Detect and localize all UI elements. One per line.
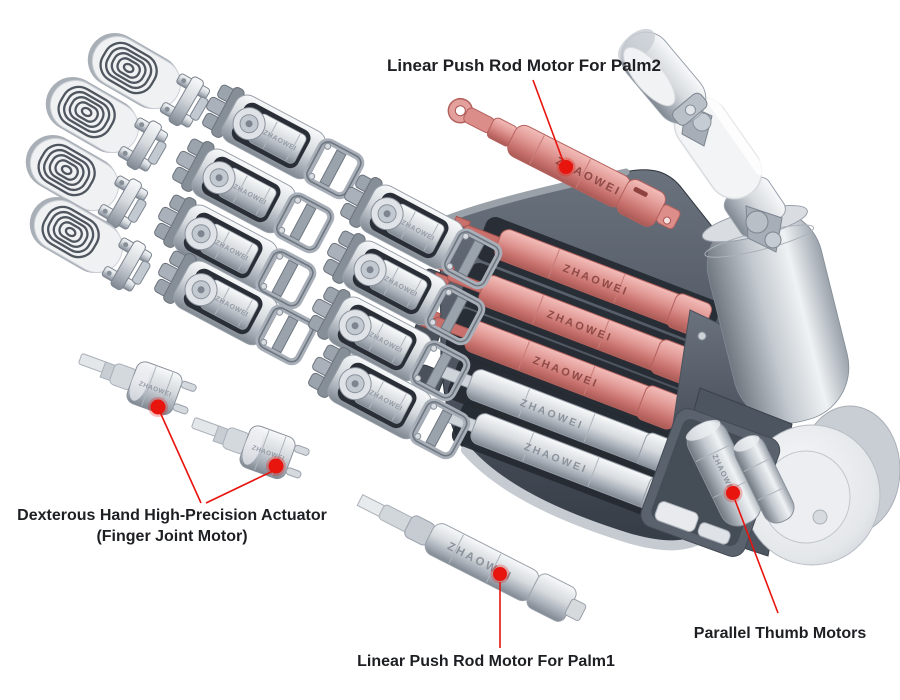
thumb-motor-2 bbox=[733, 435, 795, 524]
thumb-assembly bbox=[617, 28, 786, 253]
callout-thumb: Parallel Thumb Motors bbox=[694, 483, 867, 642]
callout-finger-joint: Dexterous Hand High-Precision Actuator (… bbox=[17, 397, 327, 545]
palm1-push-rod-motor: ZHAOWEI bbox=[356, 493, 587, 622]
thumb-tip bbox=[617, 28, 708, 126]
callout-dot-joint-motor-1 bbox=[150, 399, 166, 415]
callout-dot-thumb bbox=[726, 486, 740, 500]
callout-label-thumb: Parallel Thumb Motors bbox=[694, 625, 867, 642]
palm2-push-rod-motor: ZHAOWEI bbox=[447, 97, 681, 230]
callout-dot-palm2 bbox=[559, 160, 573, 174]
thumb-motor-1: ZHAOWEI bbox=[685, 419, 762, 527]
callout-dot-joint-motor-2 bbox=[268, 458, 284, 474]
callout-dot-palm1 bbox=[493, 567, 507, 581]
callout-label-finger-joint-1: Dexterous Hand High-Precision Actuator bbox=[17, 507, 327, 524]
palm-bottom-rim bbox=[461, 445, 717, 551]
callout-palm1: Linear Push Rod Motor For Palm1 bbox=[357, 564, 615, 670]
thumb-knuckle-lower bbox=[745, 205, 783, 253]
callout-palm2: Linear Push Rod Motor For Palm2 bbox=[387, 56, 661, 177]
flange-screw bbox=[812, 509, 828, 525]
callout-label-palm2: Linear Push Rod Motor For Palm2 bbox=[387, 56, 661, 75]
callout-label-palm1: Linear Push Rod Motor For Palm1 bbox=[357, 653, 615, 670]
callout-label-finger-joint-2: (Finger Joint Motor) bbox=[96, 528, 247, 545]
wrist-section: ZHAOWEI bbox=[640, 387, 900, 566]
palm-silver-motor-1: ZHAOWEI bbox=[440, 356, 692, 484]
